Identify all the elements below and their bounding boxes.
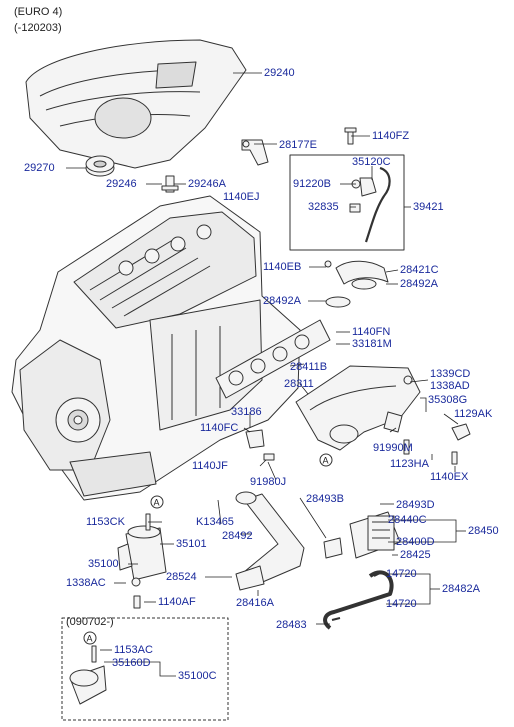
reference-circles	[83, 453, 333, 645]
callout-28416A[interactable]: 28416A	[236, 597, 274, 609]
callout-35101[interactable]: 35101	[176, 538, 207, 550]
engine-block	[11, 195, 301, 501]
egr-pipe-lower	[235, 491, 305, 591]
egr-cooler	[323, 511, 401, 559]
callout-29246[interactable]: 29246	[106, 178, 137, 190]
egr-valve	[117, 513, 167, 609]
callout-32835[interactable]: 32835	[308, 201, 339, 213]
heat-shield-small	[245, 411, 471, 465]
header-note-euro4: (EURO 4)	[14, 6, 63, 18]
bolt	[344, 127, 357, 145]
callout-33186[interactable]: 33186	[231, 406, 262, 418]
callout-35120C[interactable]: 35120C	[352, 156, 391, 168]
reference-a-2: A	[154, 498, 160, 508]
callout-28425[interactable]: 28425	[400, 549, 431, 561]
callout-29246A[interactable]: 29246A	[188, 178, 226, 190]
callout-29270[interactable]: 29270	[24, 162, 55, 174]
callout-28492A-lower[interactable]: 28492A	[263, 295, 301, 307]
exhaust-manifold	[295, 365, 421, 451]
callout-1140JF[interactable]: 1140JF	[192, 460, 228, 472]
engine-cover	[25, 39, 247, 169]
inset-box	[61, 617, 229, 721]
callout-35100[interactable]: 35100	[88, 558, 119, 570]
callout-28482A[interactable]: 28482A	[442, 583, 480, 595]
leader-lines	[66, 72, 466, 677]
callout-28177E[interactable]: 28177E	[279, 139, 317, 151]
callout-91980J[interactable]: 91980J	[250, 476, 287, 488]
callout-28492A-upper[interactable]: 28492A	[400, 278, 438, 290]
callout-39421[interactable]: 39421	[413, 201, 444, 213]
header-note-date: (-120203)	[14, 22, 62, 34]
callout-28450[interactable]: 28450	[468, 525, 499, 537]
egr-hose	[323, 570, 394, 630]
callout-K13465[interactable]: K13465	[196, 516, 234, 528]
callout-28493B[interactable]: 28493B	[306, 493, 344, 505]
callout-1140EB[interactable]: 1140EB	[263, 261, 302, 273]
callout-1140EJ[interactable]: 1140EJ	[223, 191, 260, 203]
callout-33181M[interactable]: 33181M	[352, 338, 392, 350]
callout-91220B[interactable]: 91220B	[293, 178, 331, 190]
callout-35100C[interactable]: 35100C	[178, 670, 217, 682]
callout-28492[interactable]: 28492	[222, 530, 253, 542]
callout-1140EX[interactable]: 1140EX	[430, 471, 469, 483]
reference-a-1: A	[323, 456, 329, 466]
callout-1338AD[interactable]: 1338AD	[430, 380, 470, 392]
callout-1338AC[interactable]: 1338AC	[66, 577, 106, 589]
callout-91990M[interactable]: 91990M	[373, 442, 413, 454]
callout-14720-lower[interactable]: 14720	[386, 598, 417, 610]
callout-28400D[interactable]: 28400D	[396, 536, 435, 548]
callout-35308G[interactable]: 35308G	[428, 394, 468, 406]
callout-28493D[interactable]: 28493D	[396, 499, 435, 511]
callout-1339CD[interactable]: 1339CD	[430, 368, 471, 380]
callout-1153AC[interactable]: 1153AC	[114, 644, 153, 656]
callout-1140FC[interactable]: 1140FC	[200, 422, 239, 434]
callout-14720-upper[interactable]: 14720	[386, 568, 417, 580]
callout-28421C[interactable]: 28421C	[400, 264, 439, 276]
callout-28524[interactable]: 28524	[166, 571, 197, 583]
callout-1153CK[interactable]: 1153CK	[86, 516, 125, 528]
callout-1140FN[interactable]: 1140FN	[352, 326, 391, 338]
grommet	[85, 155, 115, 177]
callout-1140AF[interactable]: 1140AF	[158, 596, 196, 608]
inset-title: (090702-)	[66, 616, 114, 628]
callout-1129AK[interactable]: 1129AK	[454, 408, 493, 420]
egr-pipe-upper	[324, 260, 389, 308]
callout-1123HA[interactable]: 1123HA	[390, 458, 429, 470]
callout-28440C[interactable]: 28440C	[388, 514, 427, 526]
dipstick-box	[289, 154, 405, 251]
callout-1140FZ[interactable]: 1140FZ	[372, 130, 410, 142]
callout-29240[interactable]: 29240	[264, 67, 295, 79]
callout-35160D[interactable]: 35160D	[112, 657, 151, 669]
reference-a-3: A	[87, 634, 93, 644]
callout-28483[interactable]: 28483	[276, 619, 307, 631]
manifold-gasket	[215, 319, 331, 399]
bracket	[241, 139, 269, 166]
callout-28311[interactable]: 28311	[284, 378, 314, 390]
callout-28411B[interactable]: 28411B	[290, 361, 328, 373]
